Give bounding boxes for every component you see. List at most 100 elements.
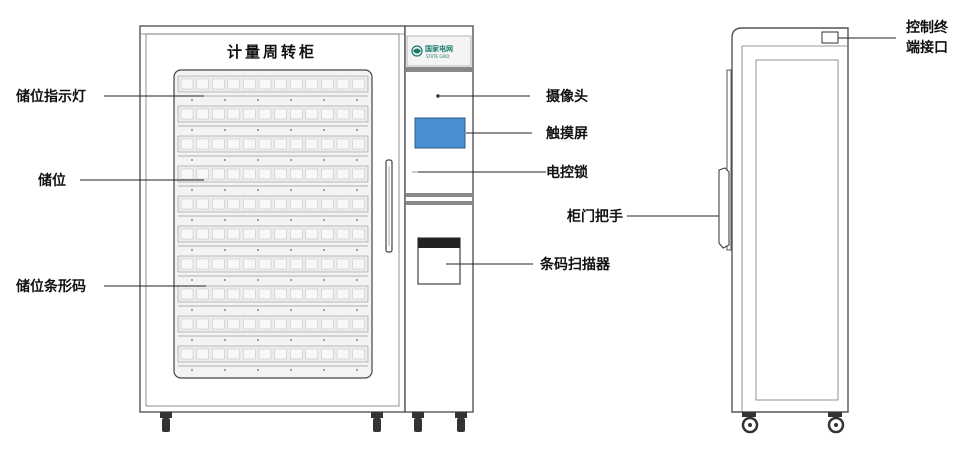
storage-slot	[180, 258, 194, 270]
storage-indicator-light	[257, 219, 259, 221]
storage-indicator-light	[290, 279, 292, 281]
storage-slot	[243, 288, 256, 300]
cabinet-side-view	[718, 27, 849, 434]
storage-slot	[321, 138, 334, 150]
barcode-scanner-window	[418, 238, 460, 248]
storage-indicator-light	[323, 129, 325, 131]
storage-indicator-light	[323, 219, 325, 221]
storage-slot	[211, 318, 225, 330]
storage-slot	[336, 108, 350, 120]
storage-indicator-light	[323, 99, 325, 101]
storage-indicator-light	[356, 369, 358, 371]
storage-slot	[196, 168, 209, 180]
storage-slot	[305, 138, 318, 150]
storage-slot	[227, 168, 241, 180]
storage-indicator-light	[356, 309, 358, 311]
storage-indicator-light	[191, 189, 193, 191]
label-barcode-scanner: 条码扫描器	[539, 256, 611, 273]
storage-slot	[336, 198, 350, 210]
storage-slot	[290, 318, 303, 330]
storage-indicator-light	[290, 189, 292, 191]
storage-indicator-light	[356, 129, 358, 131]
terminal-port	[821, 31, 839, 44]
storage-indicator-light	[191, 129, 193, 131]
storage-indicator-light	[224, 339, 226, 341]
storage-indicator-light	[191, 159, 193, 161]
storage-indicator-light	[257, 189, 259, 191]
storage-slot	[336, 318, 350, 330]
storage-slot	[227, 138, 241, 150]
storage-slot	[180, 108, 194, 120]
storage-slot	[243, 108, 256, 120]
storage-slot	[352, 138, 365, 150]
storage-slot	[258, 198, 272, 210]
storage-indicator-light	[290, 309, 292, 311]
storage-indicator-light	[356, 249, 358, 251]
storage-indicator-light	[224, 189, 226, 191]
storage-indicator-light	[323, 249, 325, 251]
storage-slot	[211, 78, 225, 90]
storage-slot	[321, 168, 334, 180]
side-body	[731, 27, 849, 413]
storage-slot	[274, 348, 287, 360]
storage-slot	[305, 348, 318, 360]
label-electric-lock: 电控锁	[546, 164, 588, 181]
storage-slot	[258, 258, 272, 270]
front-wheels	[160, 412, 467, 432]
storage-indicator-light	[191, 99, 193, 101]
storage-slot	[196, 228, 209, 240]
storage-slot	[352, 348, 365, 360]
storage-indicator-light	[191, 309, 193, 311]
storage-slot	[258, 318, 272, 330]
storage-slot	[321, 288, 334, 300]
storage-slot	[274, 198, 287, 210]
storage-slot	[290, 108, 303, 120]
storage-indicator-light	[356, 159, 358, 161]
storage-slot	[290, 78, 303, 90]
storage-slot	[305, 318, 318, 330]
storage-slot	[321, 198, 334, 210]
storage-indicator-light	[257, 99, 259, 101]
storage-slot	[336, 288, 350, 300]
storage-slot	[243, 258, 256, 270]
storage-indicator-light	[257, 279, 259, 281]
storage-slot	[321, 108, 334, 120]
side-wheels	[741, 412, 845, 434]
storage-indicator-light	[257, 309, 259, 311]
storage-indicator-light	[224, 249, 226, 251]
storage-slot	[352, 258, 365, 270]
cabinet-title: 计量周转柜	[227, 43, 317, 61]
storage-indicator-light	[290, 159, 292, 161]
storage-slot	[180, 228, 194, 240]
storage-shelf-row	[177, 285, 369, 303]
storage-slot	[243, 78, 256, 90]
leader-lines	[80, 37, 896, 287]
storage-slot	[227, 78, 241, 90]
storage-slot	[290, 168, 303, 180]
storage-slot	[243, 168, 256, 180]
storage-slot	[336, 228, 350, 240]
storage-indicator-light	[191, 279, 193, 281]
brand-logo-icon	[411, 45, 423, 57]
storage-slot	[227, 348, 241, 360]
storage-slot	[243, 348, 256, 360]
storage-slot	[336, 78, 350, 90]
storage-slot	[243, 228, 256, 240]
storage-slot	[336, 138, 350, 150]
storage-slot	[305, 168, 318, 180]
storage-shelf-row	[177, 225, 369, 243]
storage-slot	[180, 138, 194, 150]
storage-slot	[196, 78, 209, 90]
brand-name: 国家电网	[425, 44, 453, 53]
storage-slot	[290, 138, 303, 150]
storage-indicator-light	[257, 339, 259, 341]
storage-slot	[321, 258, 334, 270]
panel-stripe-top	[405, 67, 473, 72]
storage-shelf-row	[177, 105, 369, 123]
storage-slot	[258, 168, 272, 180]
storage-slot	[274, 228, 287, 240]
storage-slot	[211, 288, 225, 300]
storage-indicator-light	[290, 249, 292, 251]
camera-icon	[436, 94, 440, 98]
